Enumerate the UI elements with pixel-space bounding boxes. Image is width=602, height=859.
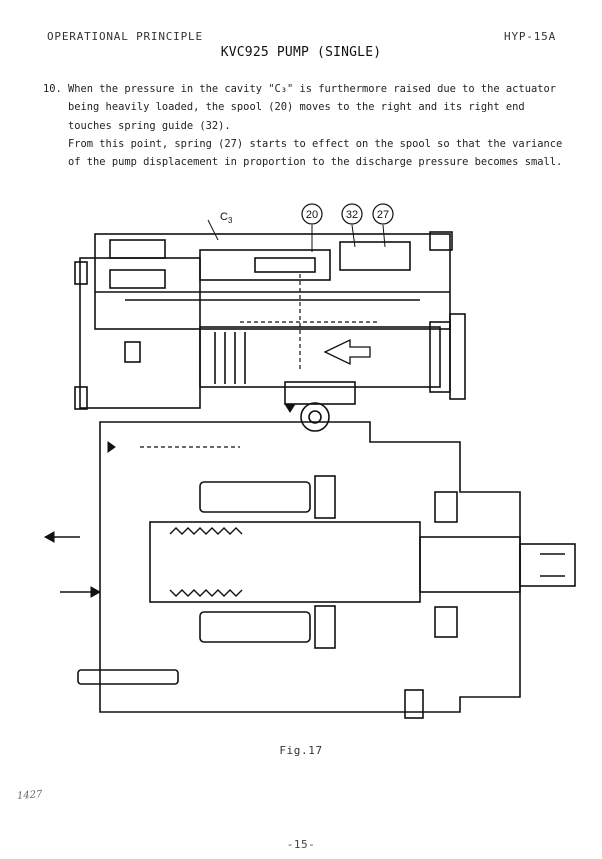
paragraph-line: 10. When the pressure in the cavity "C₃"… [43, 83, 556, 95]
page-number: -15- [286, 838, 316, 851]
drive-shaft [419, 536, 521, 593]
shaft-end [519, 543, 576, 587]
spool-callout-circle [301, 203, 323, 225]
cavity-label: C3 [220, 211, 233, 225]
paragraph-line: of the pump displacement in proportion t… [43, 156, 563, 169]
body-paragraph: 10. When the pressure in the cavity "C₃"… [43, 80, 568, 171]
spring-callout-circle [372, 203, 394, 225]
spring-number: 27 [377, 209, 389, 221]
cavity-letter: C [220, 211, 228, 223]
pump-drawing: C3 20 32 27 [43, 203, 576, 719]
figure-caption: Fig.17 [279, 744, 323, 757]
paragraph-line: touches spring guide (32). [43, 119, 231, 132]
spool-number: 20 [306, 209, 318, 221]
cavity-subscript: 3 [228, 216, 233, 225]
paragraph-line: From this point, spring (27) starts to e… [43, 137, 563, 150]
regulator-housing [94, 233, 451, 330]
pump-cross-section-figure: C3 20 32 27 [40, 192, 585, 732]
section-header: OPERATIONAL PRINCIPLE [47, 30, 203, 43]
paragraph-line: being heavily loaded, the spool (20) mov… [43, 101, 525, 114]
cylinder-block [149, 521, 421, 603]
spring-guide-callout-circle [341, 203, 363, 225]
left-cover [79, 257, 201, 409]
pump-case [99, 421, 521, 713]
servo-body [199, 326, 441, 388]
handwritten-note: 1427 [16, 789, 43, 802]
page-title: KVC925 PUMP (SINGLE) [220, 45, 382, 60]
document-code: HYP-15A [504, 30, 556, 43]
spring-guide-number: 32 [346, 209, 358, 221]
